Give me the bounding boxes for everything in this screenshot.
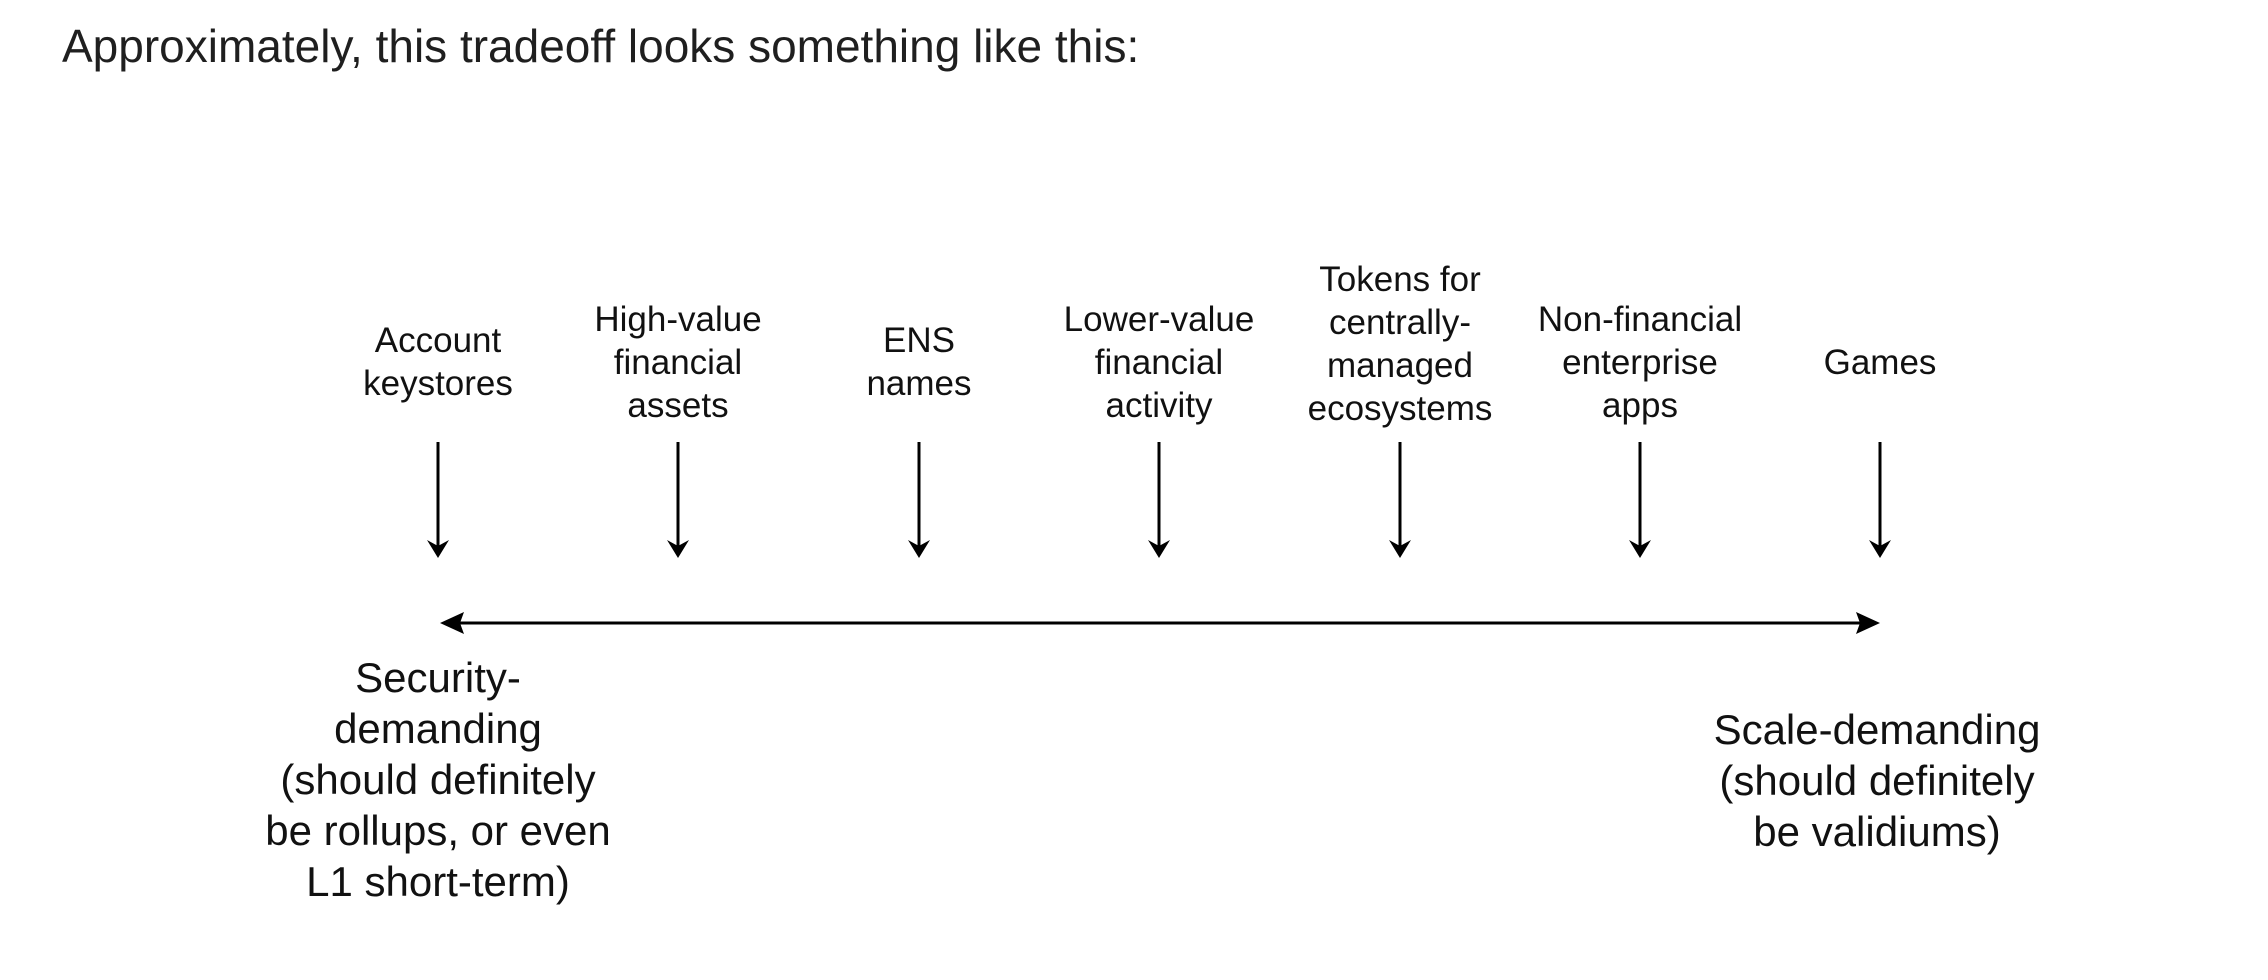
category-label: Account keystores	[363, 321, 513, 403]
category-arrowhead	[1148, 540, 1170, 558]
security-demanding-label: Security- demanding (should definitely b…	[265, 654, 611, 905]
spectrum-axis	[440, 612, 1880, 634]
scale-demanding-label: Scale-demanding (should definitely be va…	[1713, 706, 2041, 855]
spectrum-right-arrowhead	[1856, 612, 1880, 634]
category-arrowhead	[908, 540, 930, 558]
category-label: Tokens for centrally- managed ecosystems	[1307, 260, 1493, 428]
category-arrowhead	[667, 540, 689, 558]
category-label: ENS names	[866, 321, 972, 403]
category-arrowhead	[1389, 540, 1411, 558]
category-label: Non-financial enterprise apps	[1537, 300, 1743, 425]
category-arrows	[427, 442, 1891, 558]
category-label: High-value financial assets	[594, 300, 762, 425]
category-arrowhead	[427, 540, 449, 558]
spectrum-left-arrowhead	[440, 612, 464, 634]
category-arrowhead	[1629, 540, 1651, 558]
category-label: Games	[1823, 343, 1937, 382]
category-label: Lower-value financial activity	[1063, 300, 1255, 425]
category-arrowhead	[1869, 540, 1891, 558]
intro-text: Approximately, this tradeoff looks somet…	[62, 20, 1140, 72]
